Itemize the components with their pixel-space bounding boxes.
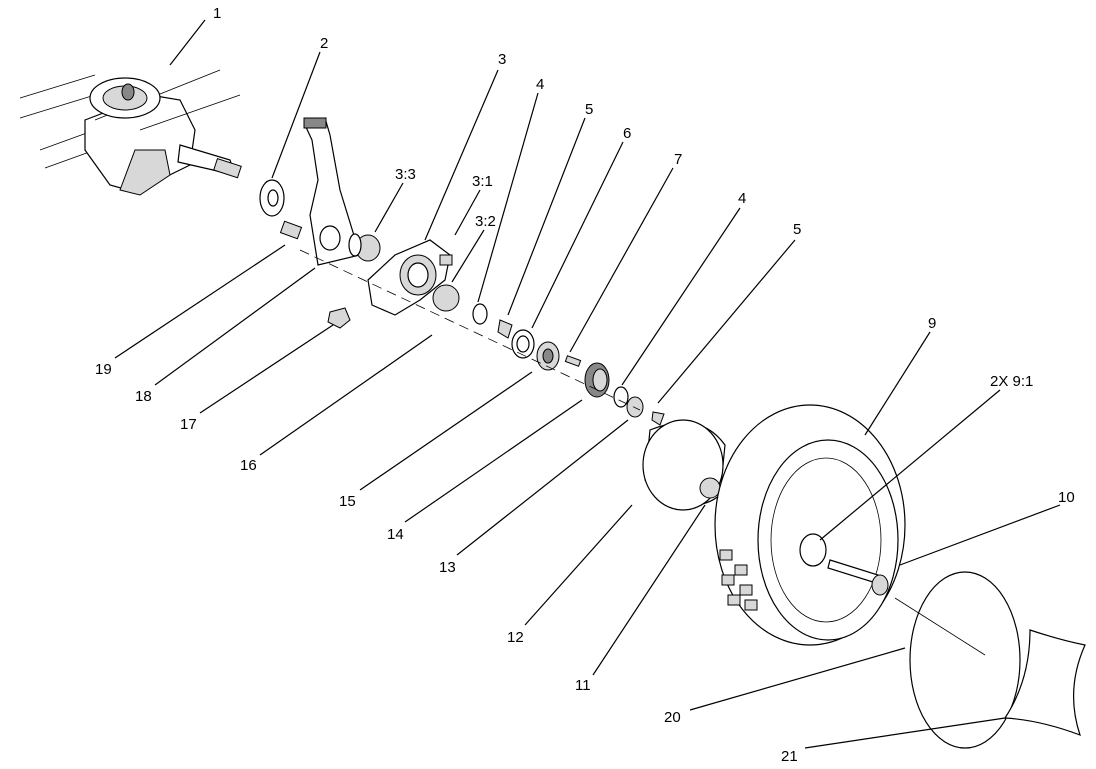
grease-fitting-3-1: [439, 254, 453, 266]
callout-16: 16: [240, 457, 257, 474]
callout-17: 17: [180, 416, 197, 433]
callout-3-2: 3:2: [475, 213, 496, 230]
callout-3-3: 3:3: [395, 166, 416, 183]
clip-5b: [651, 411, 665, 426]
callout-2x-9-1: 2X 9:1: [990, 373, 1033, 390]
callout-1: 1: [213, 5, 221, 22]
callout-3-1: 3:1: [472, 173, 493, 190]
callout-15: 15: [339, 493, 356, 510]
gear-cover-12: [642, 419, 726, 511]
nut-17: [327, 307, 351, 329]
callout-11: 11: [575, 677, 591, 694]
leader-lines: [114, 19, 1061, 749]
washer-4b: [613, 386, 629, 408]
bushing-3-3: [348, 233, 381, 262]
callout-13: 13: [439, 559, 456, 576]
callout-10: 10: [1058, 489, 1075, 506]
assembly-axis-line: [299, 249, 641, 411]
transmission-assembly: [19, 69, 242, 196]
callout-20: 20: [664, 709, 681, 726]
callout-2: 2: [320, 35, 328, 52]
gear-14: [584, 362, 610, 398]
height-bracket: [303, 117, 361, 266]
callout-9: 9: [928, 315, 936, 332]
callout-18: 18: [135, 388, 152, 405]
key-7: [564, 355, 582, 367]
callout-5: 5: [585, 101, 593, 118]
axle-bolt-10: [827, 559, 889, 596]
spacer-13: [626, 396, 644, 418]
callout-14: 14: [387, 526, 404, 543]
washer-4: [472, 303, 488, 325]
bearing-15: [536, 341, 560, 371]
hubcap-20: [894, 571, 1021, 749]
callout-21: 21: [781, 748, 798, 765]
callout-labels: 1 2 3 4 5 6 7 4 5 9 2X 9:1 10 3:3 3:1 3:…: [95, 5, 1075, 765]
callout-4: 4: [536, 76, 544, 93]
decal-21: [1003, 629, 1086, 737]
bushing-3-2: [432, 284, 460, 312]
ring-6: [511, 329, 535, 359]
callout-6: 6: [623, 125, 631, 142]
callout-7: 7: [674, 151, 682, 168]
callout-12: 12: [507, 629, 524, 646]
callout-3: 3: [498, 51, 506, 68]
callout-4b: 4: [738, 190, 746, 207]
callout-5b: 5: [793, 221, 801, 238]
callout-19: 19: [95, 361, 112, 378]
clip-5: [497, 319, 513, 339]
bearing-bracket-3: [367, 239, 451, 316]
bolt-19: [279, 220, 303, 240]
wheel-9: [714, 404, 906, 646]
washer-2: [259, 179, 285, 217]
